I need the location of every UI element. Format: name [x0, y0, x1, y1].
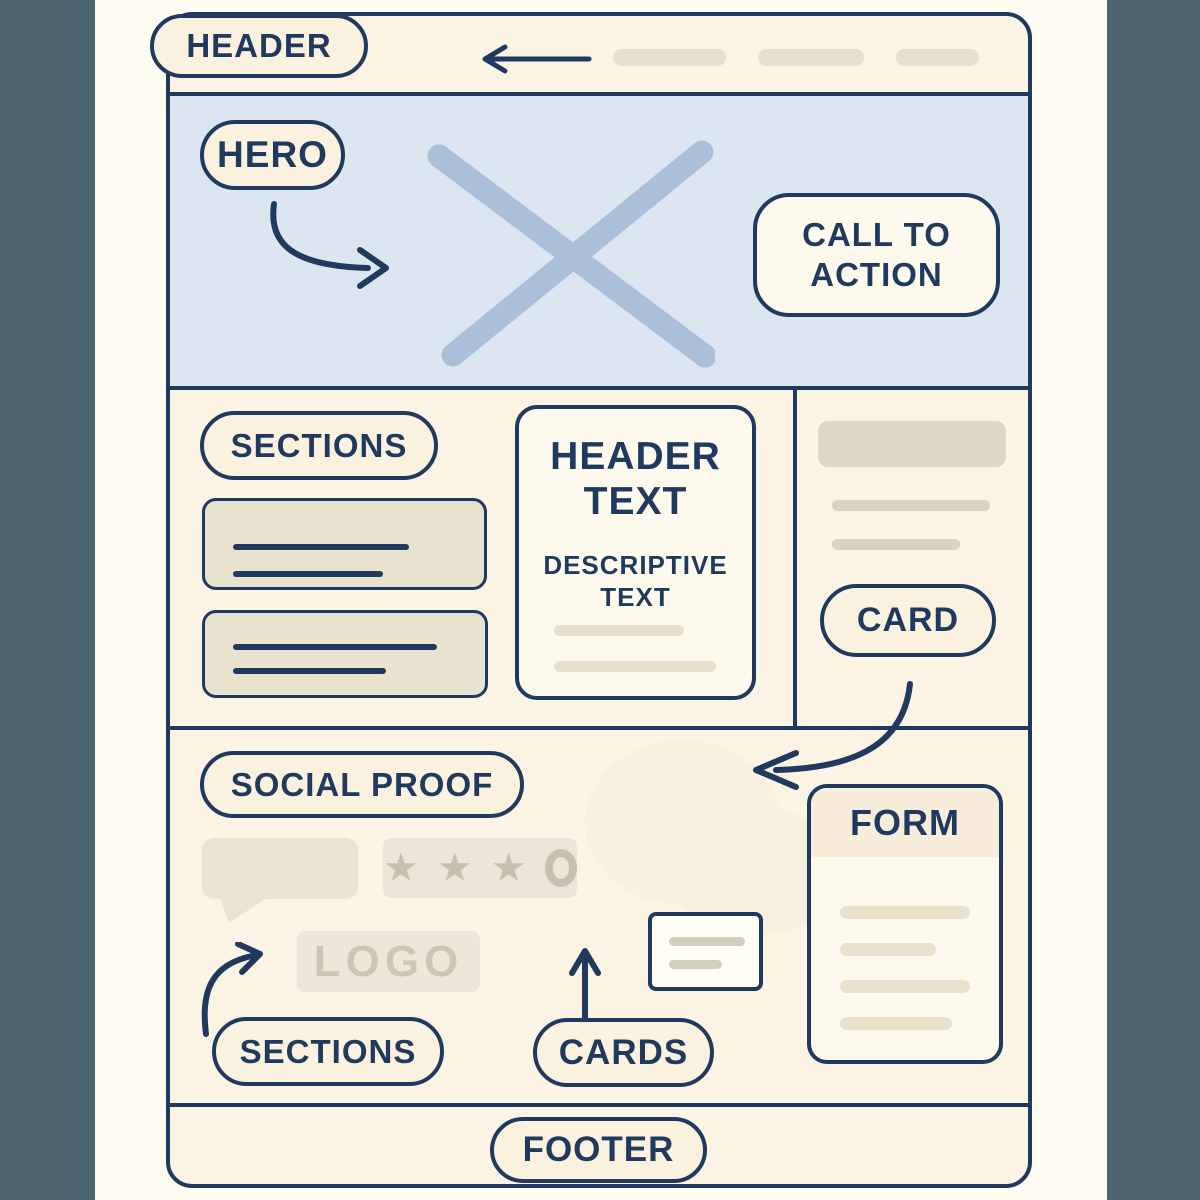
- form-field-placeholder: [840, 1017, 952, 1030]
- form-field-placeholder: [840, 906, 970, 919]
- article-title: HEADER TEXT: [550, 435, 721, 523]
- call-to-action-label: CALL TO ACTION: [802, 216, 951, 293]
- card-label-pill: CARD: [820, 584, 996, 657]
- form-field-placeholder: [840, 980, 970, 993]
- call-to-action-button: CALL TO ACTION: [753, 193, 1000, 317]
- star-icon: ★: [436, 845, 473, 891]
- nav-item-placeholder: [613, 49, 726, 66]
- section-divider: [170, 726, 1028, 730]
- social-proof-label: SOCIAL PROOF: [230, 765, 494, 803]
- right-margin-band: [1107, 0, 1200, 1200]
- form-field-placeholder: [840, 943, 936, 956]
- star-rating-placeholder: ★ ★ ★: [383, 838, 577, 898]
- curved-arrow-up-right-icon: [198, 942, 274, 1038]
- nav-item-placeholder: [896, 49, 979, 66]
- sidebar-text-placeholder: [832, 500, 990, 511]
- nav-item-placeholder: [758, 49, 864, 66]
- sidebar-image-placeholder: [818, 421, 1006, 467]
- curved-arrow-down-left-icon: [740, 678, 920, 790]
- left-margin-band: [0, 0, 95, 1200]
- form-card: FORM: [807, 784, 1003, 1064]
- speech-bubble-tail: [220, 897, 268, 923]
- testimonial-speech-bubble-placeholder: [202, 838, 358, 899]
- cards-label-pill: CARDS: [533, 1018, 714, 1087]
- sections-label-pill: SECTIONS: [200, 411, 438, 480]
- footer-label: FOOTER: [522, 1130, 675, 1169]
- star-icon: ★: [383, 845, 419, 891]
- cards-label: CARDS: [558, 1032, 689, 1072]
- curved-arrow-down-right-icon: [262, 198, 398, 290]
- arrow-left-icon: [477, 44, 592, 74]
- star-icon: ★: [490, 845, 527, 891]
- form-header: FORM: [811, 788, 999, 857]
- header-label: HEADER: [186, 27, 332, 64]
- header-label-pill: HEADER: [150, 14, 368, 78]
- footer-label-pill: FOOTER: [490, 1117, 707, 1183]
- hero-label-pill: HERO: [200, 120, 345, 190]
- empty-rating-circle-icon: [544, 849, 577, 887]
- article-subtitle: DESCRIPTIVE TEXT: [543, 549, 728, 613]
- card-label: CARD: [856, 601, 960, 639]
- form-label: FORM: [850, 801, 960, 843]
- social-proof-label-pill: SOCIAL PROOF: [200, 751, 524, 818]
- sections-bottom-label: SECTIONS: [239, 1032, 417, 1070]
- footer-divider: [170, 1103, 1028, 1107]
- image-placeholder-x-icon: [425, 140, 715, 368]
- article-card: HEADER TEXT DESCRIPTIVE TEXT: [515, 405, 756, 700]
- sections-label: SECTIONS: [230, 426, 408, 464]
- hero-label: HERO: [217, 134, 328, 175]
- sidebar-text-placeholder: [832, 539, 960, 550]
- sections-bottom-label-pill: SECTIONS: [212, 1017, 444, 1086]
- wireframe-page-frame: HEADER HERO CALL TO ACTION SECTIONS: [150, 12, 1032, 1188]
- column-divider: [793, 390, 797, 726]
- logo-label: LOGO: [313, 936, 464, 986]
- arrow-up-icon: [569, 945, 601, 1023]
- text-block-placeholder: [202, 610, 488, 698]
- mini-card-placeholder: [648, 912, 763, 991]
- text-block-placeholder: [202, 498, 487, 590]
- logo-placeholder: LOGO: [297, 931, 480, 992]
